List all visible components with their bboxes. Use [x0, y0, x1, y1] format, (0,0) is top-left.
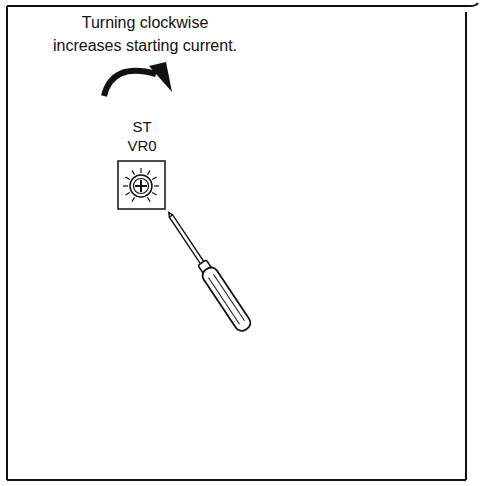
- component-label: VR0: [112, 137, 172, 155]
- rotation-arrow: [104, 62, 172, 96]
- frame-top: [7, 3, 478, 6]
- trimmer-potentiometer: [118, 161, 165, 209]
- tick-mark: [140, 168, 141, 173]
- tick-mark: [154, 185, 159, 186]
- tick-mark: [125, 193, 129, 196]
- screwdriver: [162, 208, 253, 333]
- screwdriver-shaft: [169, 215, 205, 265]
- frame-bottom: [7, 479, 466, 481]
- frame-left: [6, 6, 8, 480]
- component-label: ST: [112, 118, 172, 136]
- tick-mark: [132, 170, 135, 174]
- tick-mark: [125, 177, 129, 180]
- tick-mark: [132, 197, 135, 201]
- note-text: Turning clockwise increases starting cur…: [48, 11, 242, 57]
- tick-mark: [123, 185, 128, 186]
- pot-housing: [118, 161, 165, 209]
- dial-rotor: [134, 179, 149, 194]
- cross-slot: [135, 180, 147, 192]
- page-frame: [7, 3, 478, 480]
- handle-groove: [208, 278, 239, 325]
- frame-right: [465, 12, 467, 480]
- screwdriver-tip: [167, 212, 173, 218]
- dial-rim: [130, 175, 152, 197]
- tick-mark: [148, 170, 151, 174]
- tick-mark: [152, 193, 156, 196]
- tick-mark: [152, 177, 156, 180]
- handle-groove: [213, 274, 244, 321]
- tick-mark: [148, 197, 151, 201]
- arrow-head: [149, 62, 172, 92]
- screwdriver-handle: [200, 265, 253, 334]
- arrow-arc: [104, 71, 156, 96]
- dial-ticks: [123, 168, 159, 202]
